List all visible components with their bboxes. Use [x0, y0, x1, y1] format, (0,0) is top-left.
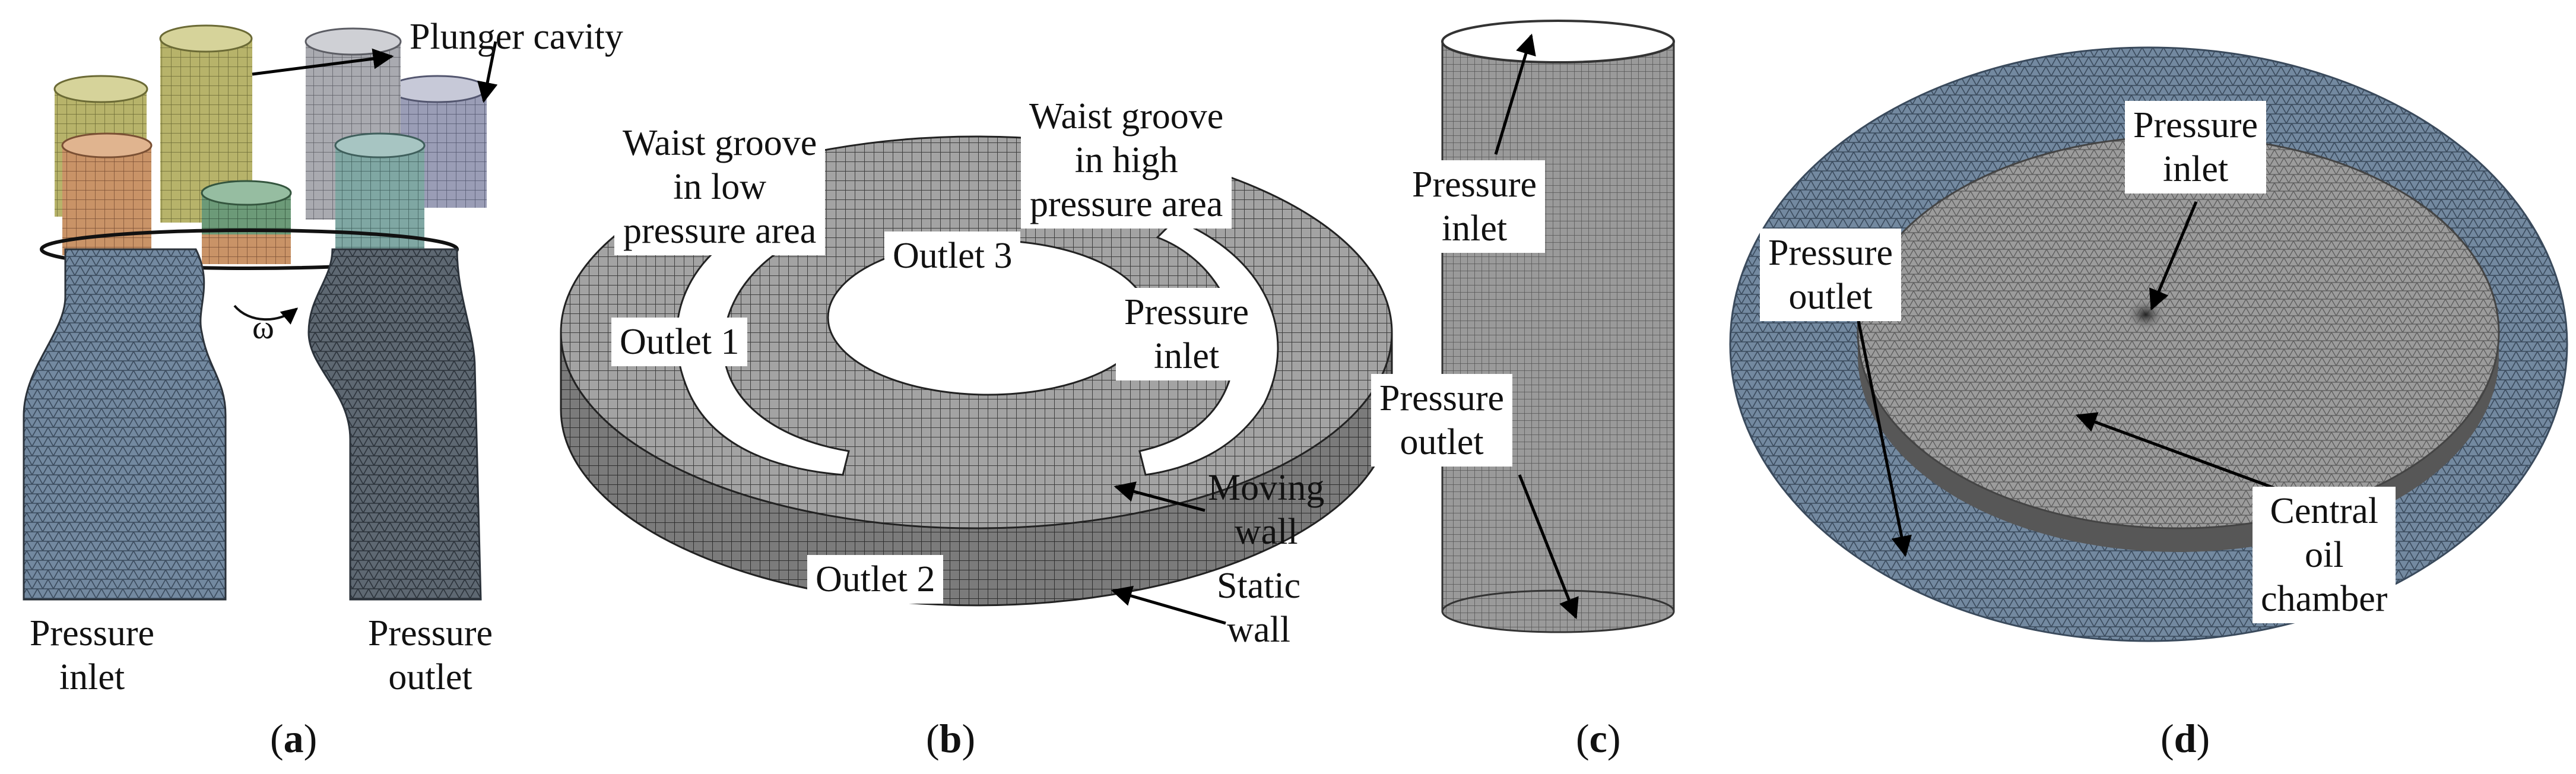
plunger-cavity-arrow-1	[252, 48, 394, 76]
caption-a: (a)	[270, 716, 318, 761]
low-pressure-groove	[675, 212, 850, 476]
label-a-pressure-inlet: Pressure inlet	[29, 613, 155, 697]
label-d-pressure-inlet: Pressure inlet	[2125, 101, 2267, 194]
cylinder-top	[1441, 20, 1675, 64]
label-static-wall: Static wall	[1217, 566, 1301, 650]
d-inlet-arrow	[2149, 201, 2198, 311]
cylinder-body	[1441, 40, 1675, 613]
label-c-pressure-inlet: Pressure inlet	[1404, 160, 1546, 253]
inlet-pipe	[23, 248, 227, 601]
panel-a-plunger-model	[23, 24, 498, 601]
label-waist-low: Waist groove in low pressure area	[614, 119, 826, 255]
cylinder-outlet-arrow	[1518, 474, 1579, 620]
plunger-cylinder-green	[201, 180, 292, 264]
d-chamber-arrow	[2075, 412, 2304, 500]
label-moving-wall: Moving wall	[1208, 468, 1325, 552]
label-waist-high: Waist groove in high pressure area	[1021, 92, 1232, 229]
d-outlet-arrow-1	[1853, 302, 1912, 557]
caption-d: (d)	[2161, 716, 2210, 761]
label-outlet-2: Outlet 2	[807, 555, 944, 604]
moving-wall-arrow	[1113, 481, 1205, 512]
label-outlet-3: Outlet 3	[884, 231, 1021, 280]
label-omega: ω	[252, 309, 274, 346]
label-d-pressure-outlet: Pressure outlet	[1760, 229, 1902, 321]
rotation-arrow	[233, 304, 299, 325]
cylinder-bottom	[1441, 589, 1675, 633]
label-plunger-cavity: Plunger cavity	[410, 17, 623, 57]
label-a-pressure-outlet: Pressure outlet	[367, 613, 493, 697]
pressure-inlet-hole	[2125, 298, 2166, 331]
central-oil-chamber-face	[1857, 135, 2500, 529]
caption-c: (c)	[1576, 716, 1621, 761]
cylinder-inlet-arrow	[1494, 33, 1536, 155]
outlet-pipe	[307, 248, 482, 601]
plunger-cavity-arrow-2	[477, 41, 498, 103]
caption-b: (b)	[926, 716, 976, 761]
label-central-oil-chamber: Central oil chamber	[2253, 487, 2396, 623]
panel-c-cylinder	[1441, 20, 1675, 633]
label-outlet-1: Outlet 1	[611, 318, 748, 366]
label-b-pressure-inlet: Pressure inlet	[1116, 288, 1258, 380]
label-c-pressure-outlet: Pressure outlet	[1371, 374, 1513, 467]
static-wall-arrow	[1111, 585, 1226, 625]
